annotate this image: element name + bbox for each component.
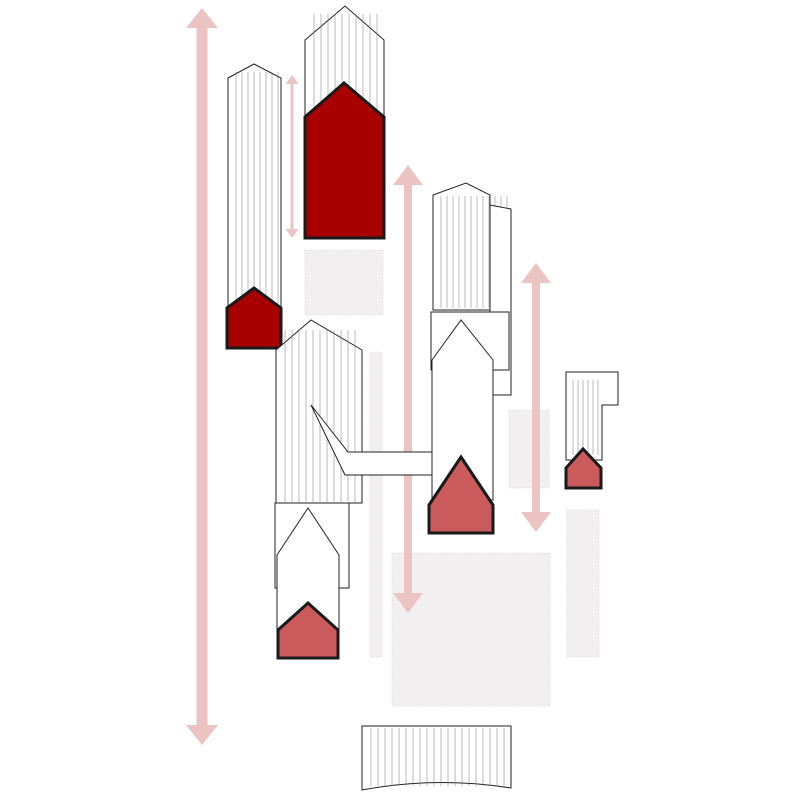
height-arrow-upper bbox=[285, 75, 299, 238]
height-arrow-right bbox=[521, 263, 551, 532]
plaza-top bbox=[304, 249, 384, 316]
buildings bbox=[225, 5, 619, 791]
plaza-large bbox=[391, 552, 551, 707]
building-small-right bbox=[564, 371, 619, 490]
roof-body bbox=[565, 371, 619, 461]
roof-hatching bbox=[572, 380, 599, 455]
front-roof bbox=[431, 319, 494, 501]
roof-body bbox=[304, 5, 385, 116]
gable-end-icon bbox=[225, 286, 283, 350]
plaza-strip-right bbox=[566, 509, 600, 658]
gable-end-icon bbox=[427, 454, 495, 535]
plaza-small-right bbox=[508, 409, 550, 489]
plaza-strip-middle bbox=[369, 351, 383, 658]
roof-body bbox=[227, 63, 282, 331]
building-central bbox=[274, 319, 446, 660]
roof-body bbox=[361, 725, 512, 791]
roof-hatching bbox=[370, 728, 505, 786]
gable-end-icon bbox=[276, 600, 340, 660]
height-arrows bbox=[186, 8, 551, 745]
roof-hatching bbox=[235, 72, 279, 305]
building-left-tall bbox=[225, 63, 283, 350]
gable-end-icon bbox=[564, 446, 603, 490]
height-arrow-middle bbox=[393, 165, 423, 613]
building-bottom-curved bbox=[361, 725, 512, 791]
building-right-center bbox=[427, 182, 512, 535]
roof-body-back bbox=[432, 182, 491, 311]
ground-plazas bbox=[304, 249, 600, 707]
building-upper-middle bbox=[303, 5, 386, 240]
height-arrow-total bbox=[186, 8, 218, 745]
gable-end-icon bbox=[303, 81, 386, 240]
roof-body bbox=[275, 319, 363, 504]
